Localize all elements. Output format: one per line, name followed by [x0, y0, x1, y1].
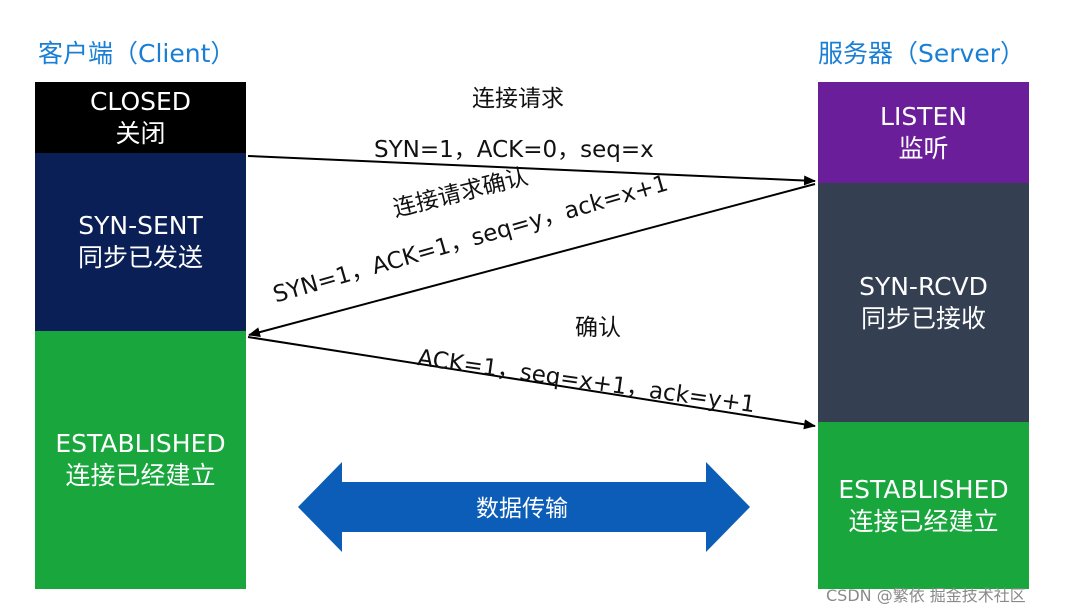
server-state-established: ESTABLISHED 连接已经建立: [818, 422, 1029, 589]
server-state-established-zh: 连接已经建立: [848, 506, 999, 536]
ack-arrow: [247, 336, 816, 430]
server-state-established-en: ESTABLISHED: [838, 474, 1009, 504]
client-state-closed-en: CLOSED: [89, 86, 192, 116]
data-transfer-arrow: [298, 462, 750, 552]
client-state-syn-sent: SYN-SENT 同步已发送: [35, 153, 246, 331]
msg1-params: SYN=1，ACK=0，seq=x: [374, 137, 654, 163]
server-title: 服务器（Server）: [818, 39, 1025, 68]
server-state-syn-rcvd-en: SYN-RCVD: [859, 271, 988, 301]
server-state-listen: LISTEN 监听: [818, 82, 1029, 183]
syn-arrow: [247, 155, 816, 186]
server-state-listen-zh: 监听: [898, 133, 949, 163]
msg3-title: 确认: [575, 315, 621, 341]
server-state-syn-rcvd-zh: 同步已接收: [860, 303, 986, 333]
client-state-syn-sent-zh: 同步已发送: [77, 243, 203, 272]
client-state-established-en: ESTABLISHED: [55, 429, 226, 458]
watermark: CSDN @繁依 掘金技术社区: [826, 586, 1026, 605]
client-state-syn-sent-en: SYN-SENT: [78, 211, 203, 240]
client-state-closed-zh: 关闭: [115, 118, 166, 148]
client-title: 客户端（Client）: [38, 39, 236, 68]
client-state-established: ESTABLISHED 连接已经建立: [35, 331, 246, 589]
msg1-title: 连接请求: [472, 86, 564, 112]
client-state-closed: CLOSED 关闭: [35, 82, 246, 153]
server-state-listen-en: LISTEN: [880, 101, 967, 131]
syn-ack-arrow: [248, 183, 816, 337]
data-transfer-label: 数据传输: [476, 496, 568, 522]
client-state-established-zh: 连接已经建立: [65, 461, 216, 490]
server-state-syn-rcvd: SYN-RCVD 同步已接收: [818, 183, 1029, 422]
